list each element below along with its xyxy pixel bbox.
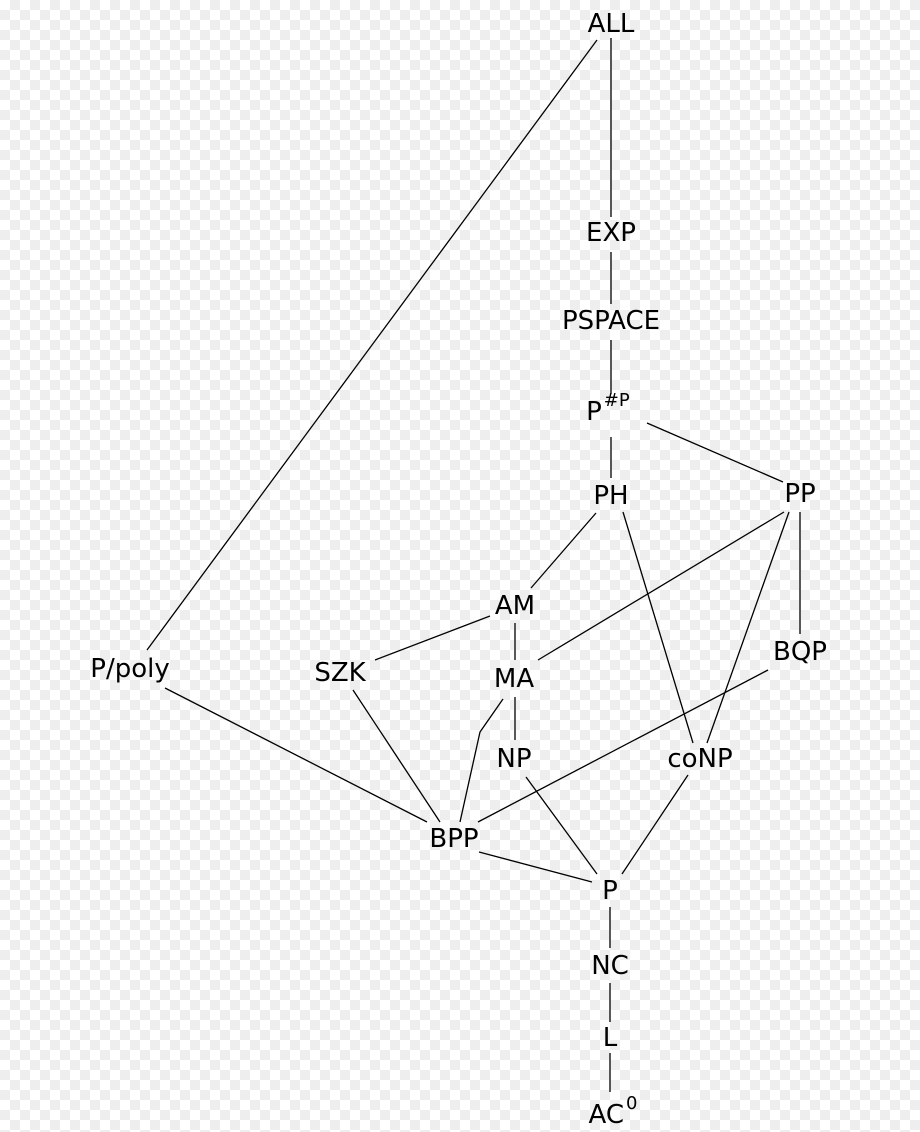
edge-pp-conp <box>706 511 790 744</box>
node-bqp: BQP <box>773 637 827 667</box>
node-p: P <box>602 876 618 906</box>
node-pspace: PSPACE <box>562 306 660 336</box>
edge-bpp-p <box>478 851 593 883</box>
node-conp: coNP <box>667 744 732 774</box>
node-pp: PP <box>784 479 815 509</box>
node-szk: SZK <box>314 658 366 688</box>
node-p-poly: P/poly <box>90 654 169 684</box>
edge-szk-bpp <box>352 689 441 823</box>
edge-np-p <box>525 776 598 875</box>
edges <box>146 38 801 1092</box>
edge-p-poly-bpp <box>164 687 428 823</box>
node-l: L <box>603 1023 618 1053</box>
node-am: AM <box>495 591 535 621</box>
edge-ma-bpp <box>459 698 504 823</box>
edge-all-p-poly <box>146 39 598 651</box>
node-nc: NC <box>591 951 629 981</box>
edge-conp-p <box>621 774 689 875</box>
node-bpp: BPP <box>429 824 478 854</box>
nodes: ALL EXP PSPACE P#P PH PP AM P/poly SZK MA BQP NP coN… <box>90 9 827 1130</box>
node-all: ALL <box>588 9 635 39</box>
node-ph: PH <box>593 481 628 511</box>
edge-psharpp-pp <box>646 422 784 483</box>
edge-ph-am <box>530 512 597 589</box>
edge-ph-conp <box>622 511 694 744</box>
edge-am-szk <box>374 615 491 661</box>
node-psharpp: P#P <box>586 390 630 427</box>
node-exp: EXP <box>586 218 636 248</box>
node-ma: MA <box>494 664 534 694</box>
edge-bqp-bpp <box>477 669 769 823</box>
edge-pp-ma <box>537 511 785 661</box>
node-np: NP <box>496 744 531 774</box>
